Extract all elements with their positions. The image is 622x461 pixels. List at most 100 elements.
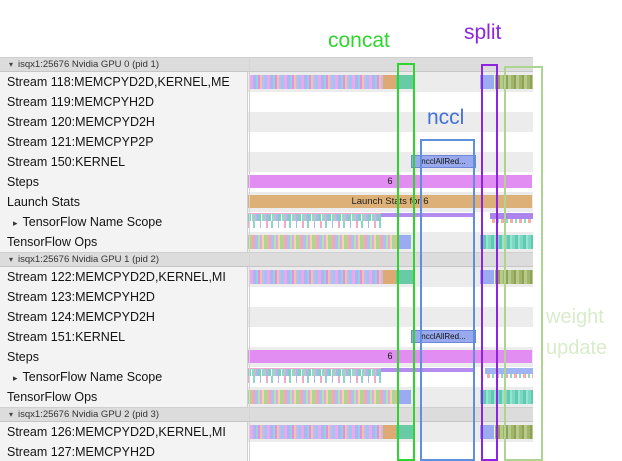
collapse-icon[interactable]: ▾ bbox=[9, 60, 14, 69]
concat-annotation: concat bbox=[328, 29, 390, 52]
name-scope-flame[interactable] bbox=[248, 368, 381, 376]
track-row: Stream 119:MEMCPYH2D bbox=[0, 92, 533, 112]
track-row: Stream 127:MEMCPYH2D bbox=[0, 442, 533, 461]
track-timeline bbox=[248, 112, 533, 132]
track-row: Stream 120:MEMCPYD2H bbox=[0, 112, 533, 132]
track-label: Stream 121:MEMCPYP2P bbox=[0, 132, 248, 152]
track-label: Stream 123:MEMCPYH2D bbox=[0, 287, 248, 307]
name-scope-right[interactable] bbox=[485, 368, 533, 374]
concat-kernel-segment[interactable] bbox=[396, 425, 413, 439]
track-row: Stream 123:MEMCPYH2D bbox=[0, 287, 533, 307]
track-timeline: Launch Stats for 6 bbox=[248, 192, 533, 212]
track-row: ▸TensorFlow Name Scope bbox=[0, 367, 533, 387]
collapse-icon[interactable]: ▾ bbox=[9, 255, 14, 264]
track-label: Stream 120:MEMCPYD2H bbox=[0, 112, 248, 132]
nccl-allreduce-bar[interactable]: ncclAllRed... bbox=[411, 330, 476, 343]
nccl-highlight-box bbox=[420, 139, 475, 461]
track-row: Stream 118:MEMCPYD2D,KERNEL,ME bbox=[0, 72, 533, 92]
ops-weight-update[interactable] bbox=[480, 390, 533, 404]
concat-kernel-segment[interactable] bbox=[396, 75, 413, 89]
track-label: Stream 126:MEMCPYD2D,KERNEL,MI bbox=[0, 422, 248, 442]
nccl-annotation: nccl bbox=[427, 106, 465, 129]
track-timeline bbox=[248, 212, 533, 232]
track-label[interactable]: ▸TensorFlow Name Scope bbox=[0, 367, 248, 387]
name-scope-fringe[interactable] bbox=[248, 221, 381, 228]
track-row: Stream 124:MEMCPYD2H bbox=[0, 307, 533, 327]
collapse-icon[interactable]: ▾ bbox=[9, 410, 14, 419]
track-row: ▸TensorFlow Name Scope bbox=[0, 212, 533, 232]
expand-icon[interactable]: ▸ bbox=[13, 218, 18, 228]
memcpy-segment[interactable] bbox=[383, 75, 396, 89]
track-timeline bbox=[248, 442, 533, 461]
track-label: Stream 119:MEMCPYH2D bbox=[0, 92, 248, 112]
concat-highlight-box bbox=[397, 63, 415, 461]
track-timeline bbox=[248, 232, 533, 252]
track-timeline: 6 bbox=[248, 347, 533, 367]
name-scope-fringe[interactable] bbox=[248, 376, 381, 383]
split-highlight-box bbox=[481, 64, 498, 461]
gpu-section-header[interactable]: ▾ isqx1:25676 Nvidia GPU 2 (pid 3) bbox=[0, 407, 533, 422]
ops-split-segment[interactable] bbox=[398, 235, 411, 249]
name-scope-right-fringe[interactable] bbox=[492, 219, 533, 223]
expand-icon[interactable]: ▸ bbox=[13, 373, 18, 383]
step-bar[interactable]: 6 bbox=[248, 350, 532, 363]
kernel-memcpy-activity[interactable] bbox=[250, 75, 383, 89]
track-timeline bbox=[248, 72, 533, 92]
track-label: Stream 151:KERNEL bbox=[0, 327, 248, 347]
track-timeline bbox=[248, 287, 533, 307]
track-timeline bbox=[248, 367, 533, 387]
track-label[interactable]: ▸TensorFlow Name Scope bbox=[0, 212, 248, 232]
ops-split-segment[interactable] bbox=[398, 390, 411, 404]
track-label: Steps bbox=[0, 347, 248, 367]
ops-activity[interactable] bbox=[248, 235, 398, 249]
track-label: TensorFlow Ops bbox=[0, 387, 248, 407]
track-row: Stream 121:MEMCPYP2P bbox=[0, 132, 533, 152]
track-timeline bbox=[248, 267, 533, 287]
memcpy-segment[interactable] bbox=[383, 425, 396, 439]
gpu-section-header[interactable]: ▾ isqx1:25676 Nvidia GPU 0 (pid 1) bbox=[0, 57, 533, 72]
weight-update-annotation: weight update bbox=[546, 306, 608, 359]
track-label: Stream 118:MEMCPYD2D,KERNEL,ME bbox=[0, 72, 248, 92]
track-row: Stream 122:MEMCPYD2D,KERNEL,MI bbox=[0, 267, 533, 287]
step-bar[interactable]: 6 bbox=[248, 175, 532, 188]
gpu-section-label: isqx1:25676 Nvidia GPU 2 (pid 3) bbox=[18, 409, 160, 420]
track-label: Stream 124:MEMCPYD2H bbox=[0, 307, 248, 327]
gpu-section-header[interactable]: ▾isqx1:25676 Nvidia GPU 1 (pid 2) bbox=[0, 252, 533, 267]
concat-kernel-segment[interactable] bbox=[396, 270, 413, 284]
weight-update-highlight-box bbox=[504, 66, 543, 461]
split-kernel-segment[interactable] bbox=[480, 270, 494, 284]
track-label: Stream 150:KERNEL bbox=[0, 152, 248, 172]
split-kernel-segment[interactable] bbox=[480, 75, 494, 89]
track-label: Steps bbox=[0, 172, 248, 192]
name-scope-strip[interactable] bbox=[381, 368, 475, 372]
track-label: Launch Stats bbox=[0, 192, 248, 212]
split-kernel-segment[interactable] bbox=[480, 425, 494, 439]
track-rows: ▾ isqx1:25676 Nvidia GPU 0 (pid 1) Stream … bbox=[0, 57, 533, 461]
track-timeline bbox=[248, 132, 533, 152]
kernel-memcpy-activity[interactable] bbox=[250, 425, 383, 439]
track-timeline: ncclAllRed... bbox=[248, 327, 533, 347]
track-row: TensorFlow Ops bbox=[0, 232, 533, 252]
ops-weight-update[interactable] bbox=[480, 235, 533, 249]
name-scope-right[interactable] bbox=[490, 213, 533, 219]
name-scope-flame[interactable] bbox=[248, 213, 381, 221]
memcpy-segment[interactable] bbox=[383, 270, 396, 284]
track-timeline bbox=[248, 307, 533, 327]
nccl-allreduce-bar[interactable]: ncclAllRed... bbox=[411, 155, 476, 168]
launch-stats-bar[interactable]: Launch Stats for 6 bbox=[248, 195, 532, 208]
gpu-section-label: isqx1:25676 Nvidia GPU 0 (pid 1) bbox=[18, 59, 160, 70]
ops-activity[interactable] bbox=[248, 390, 398, 404]
track-row: TensorFlow Ops bbox=[0, 387, 533, 407]
track-row: Stream 150:KERNEL ncclAllRed... bbox=[0, 152, 533, 172]
track-timeline: ncclAllRed... bbox=[248, 152, 533, 172]
track-label: Stream 122:MEMCPYD2D,KERNEL,MI bbox=[0, 267, 248, 287]
name-scope-right-fringe[interactable] bbox=[487, 374, 533, 378]
kernel-memcpy-activity[interactable] bbox=[250, 270, 383, 284]
track-timeline bbox=[248, 387, 533, 407]
name-scope-strip[interactable] bbox=[381, 213, 475, 217]
track-label: TensorFlow Ops bbox=[0, 232, 248, 252]
track-row: Stream 151:KERNEL ncclAllRed... bbox=[0, 327, 533, 347]
